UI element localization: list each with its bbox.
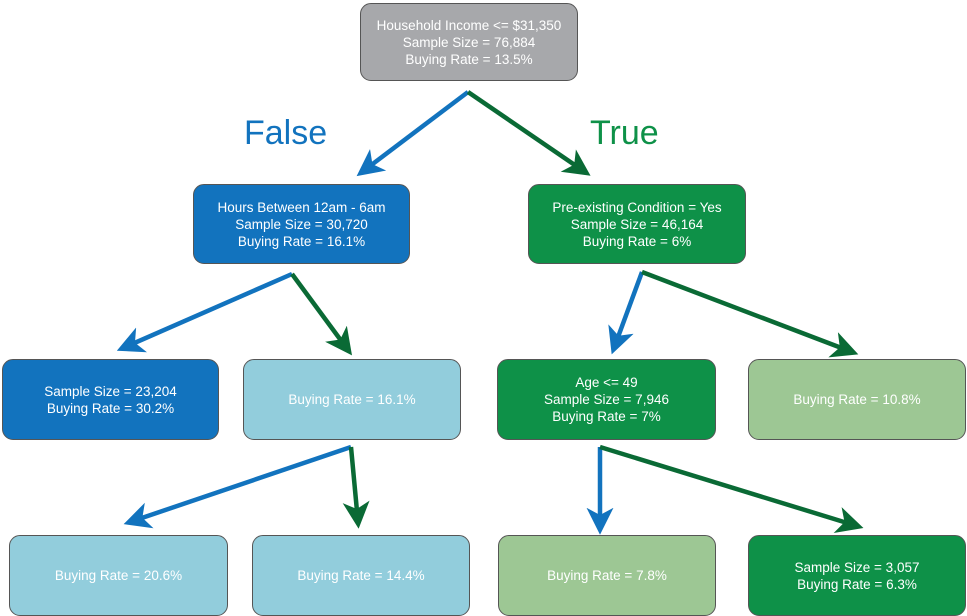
node-text: Sample Size = 76,884 (402, 34, 536, 50)
node-text: Buying Rate = 7.8% (547, 568, 667, 583)
node-text: Buying Rate = 20.6% (54, 568, 183, 583)
edge-hours-true (290, 272, 353, 356)
false-label: False (244, 114, 328, 152)
edge-hours-false (116, 271, 293, 353)
node-leaf-d: Buying Rate = 10.8% (748, 359, 966, 440)
node-text: Pre-existing Condition = Yes (552, 199, 722, 215)
node-text: Age <= 49 (575, 375, 638, 390)
node-text: Buying Rate = 16.1% (237, 233, 366, 249)
node-root: Household Income <= $31,350 Sample Size … (360, 3, 578, 81)
edge-root-true (466, 90, 591, 176)
node-leaf-h: Sample Size = 3,057 Buying Rate = 6.3% (748, 535, 966, 616)
node-hours: Hours Between 12am - 6am Sample Size = 3… (193, 184, 410, 264)
node-text: Sample Size = 46,164 (570, 216, 704, 232)
edge-preexisting-false (608, 271, 645, 355)
node-b: Buying Rate = 16.1% (243, 359, 461, 440)
node-leaf-g: Buying Rate = 7.8% (498, 535, 716, 616)
edge-nodeb-true (342, 446, 370, 529)
node-text: Sample Size = 7,946 (544, 392, 669, 407)
true-label: True (590, 114, 659, 152)
node-text: Hours Between 12am - 6am (217, 199, 386, 215)
node-leaf-f: Buying Rate = 14.4% (252, 535, 470, 616)
node-leaf-a: Sample Size = 23,204 Buying Rate = 30.2% (2, 359, 219, 440)
node-text: Buying Rate = 6% (582, 233, 692, 249)
node-text: Buying Rate = 7% (552, 409, 661, 424)
node-text: Sample Size = 23,204 (44, 383, 177, 399)
node-leaf-e: Buying Rate = 20.6% (9, 535, 228, 616)
edge-preexisting-true (641, 269, 859, 358)
node-text: Household Income <= $31,350 (376, 17, 562, 33)
node-text: Buying Rate = 13.5% (405, 51, 533, 67)
node-text: Buying Rate = 16.1% (288, 392, 416, 407)
edge-root-false (356, 90, 470, 177)
node-preexisting: Pre-existing Condition = Yes Sample Size… (528, 184, 746, 264)
node-age: Age <= 49 Sample Size = 7,946 Buying Rat… (497, 359, 716, 440)
node-text: Buying Rate = 14.4% (297, 568, 425, 583)
node-text: Buying Rate = 10.8% (793, 392, 921, 407)
node-text: Buying Rate = 30.2% (46, 400, 175, 416)
edge-age-true (599, 444, 864, 533)
edge-nodeb-false (123, 444, 352, 529)
node-text: Sample Size = 3,057 (794, 559, 920, 575)
node-text: Buying Rate = 6.3% (797, 576, 917, 592)
node-text: Sample Size = 30,720 (235, 216, 368, 232)
